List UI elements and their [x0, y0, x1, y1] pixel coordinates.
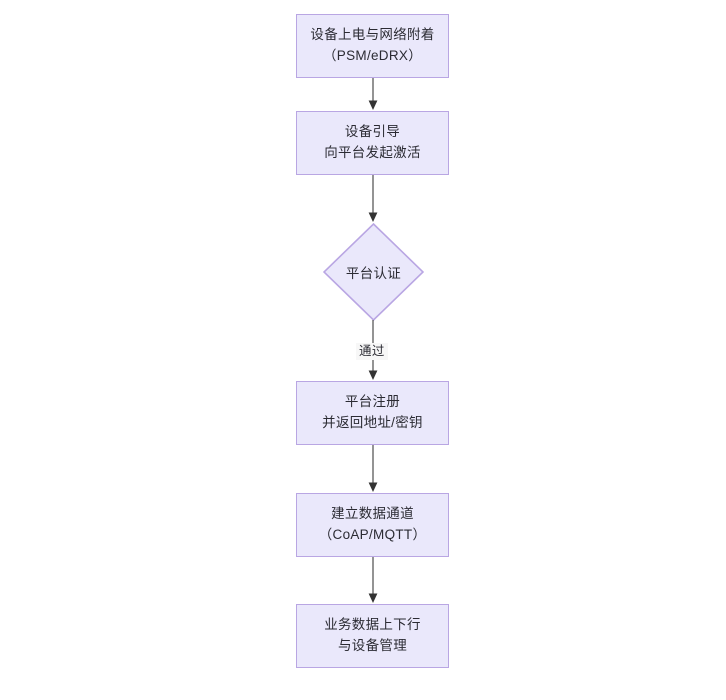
edge-label-pass: 通过 [356, 343, 388, 360]
node-data-service-line1: 业务数据上下行 [324, 617, 421, 633]
node-power-on-line1: 设备上电与网络附着 [310, 27, 435, 43]
node-data-channel[interactable]: 建立数据通道 （CoAP/MQTT） [296, 493, 449, 557]
node-register-line1: 平台注册 [344, 394, 401, 410]
node-power-on[interactable]: 设备上电与网络附着 （PSM/eDRX） [296, 14, 449, 78]
node-data-channel-line1: 建立数据通道 [331, 506, 414, 522]
node-bootstrap-line1: 设备引导 [344, 124, 401, 140]
node-data-channel-line2: （CoAP/MQTT） [318, 527, 427, 542]
connector-register-to-channel [363, 445, 383, 493]
node-register-line2: 并返回地址/密钥 [322, 415, 423, 430]
node-auth-decision[interactable]: 平台认证 [323, 223, 424, 321]
node-auth-label: 平台认证 [345, 266, 402, 281]
node-bootstrap-line2: 向平台发起激活 [324, 145, 421, 160]
node-data-service[interactable]: 业务数据上下行 与设备管理 [296, 604, 449, 668]
connector-channel-to-data-service [363, 557, 383, 604]
node-register[interactable]: 平台注册 并返回地址/密钥 [296, 381, 449, 445]
connector-power-on-to-bootstrap [363, 78, 383, 111]
node-data-service-line2: 与设备管理 [338, 638, 407, 653]
node-bootstrap[interactable]: 设备引导 向平台发起激活 [296, 111, 449, 175]
connector-bootstrap-to-auth [363, 175, 383, 223]
node-power-on-line2: （PSM/eDRX） [322, 48, 423, 63]
